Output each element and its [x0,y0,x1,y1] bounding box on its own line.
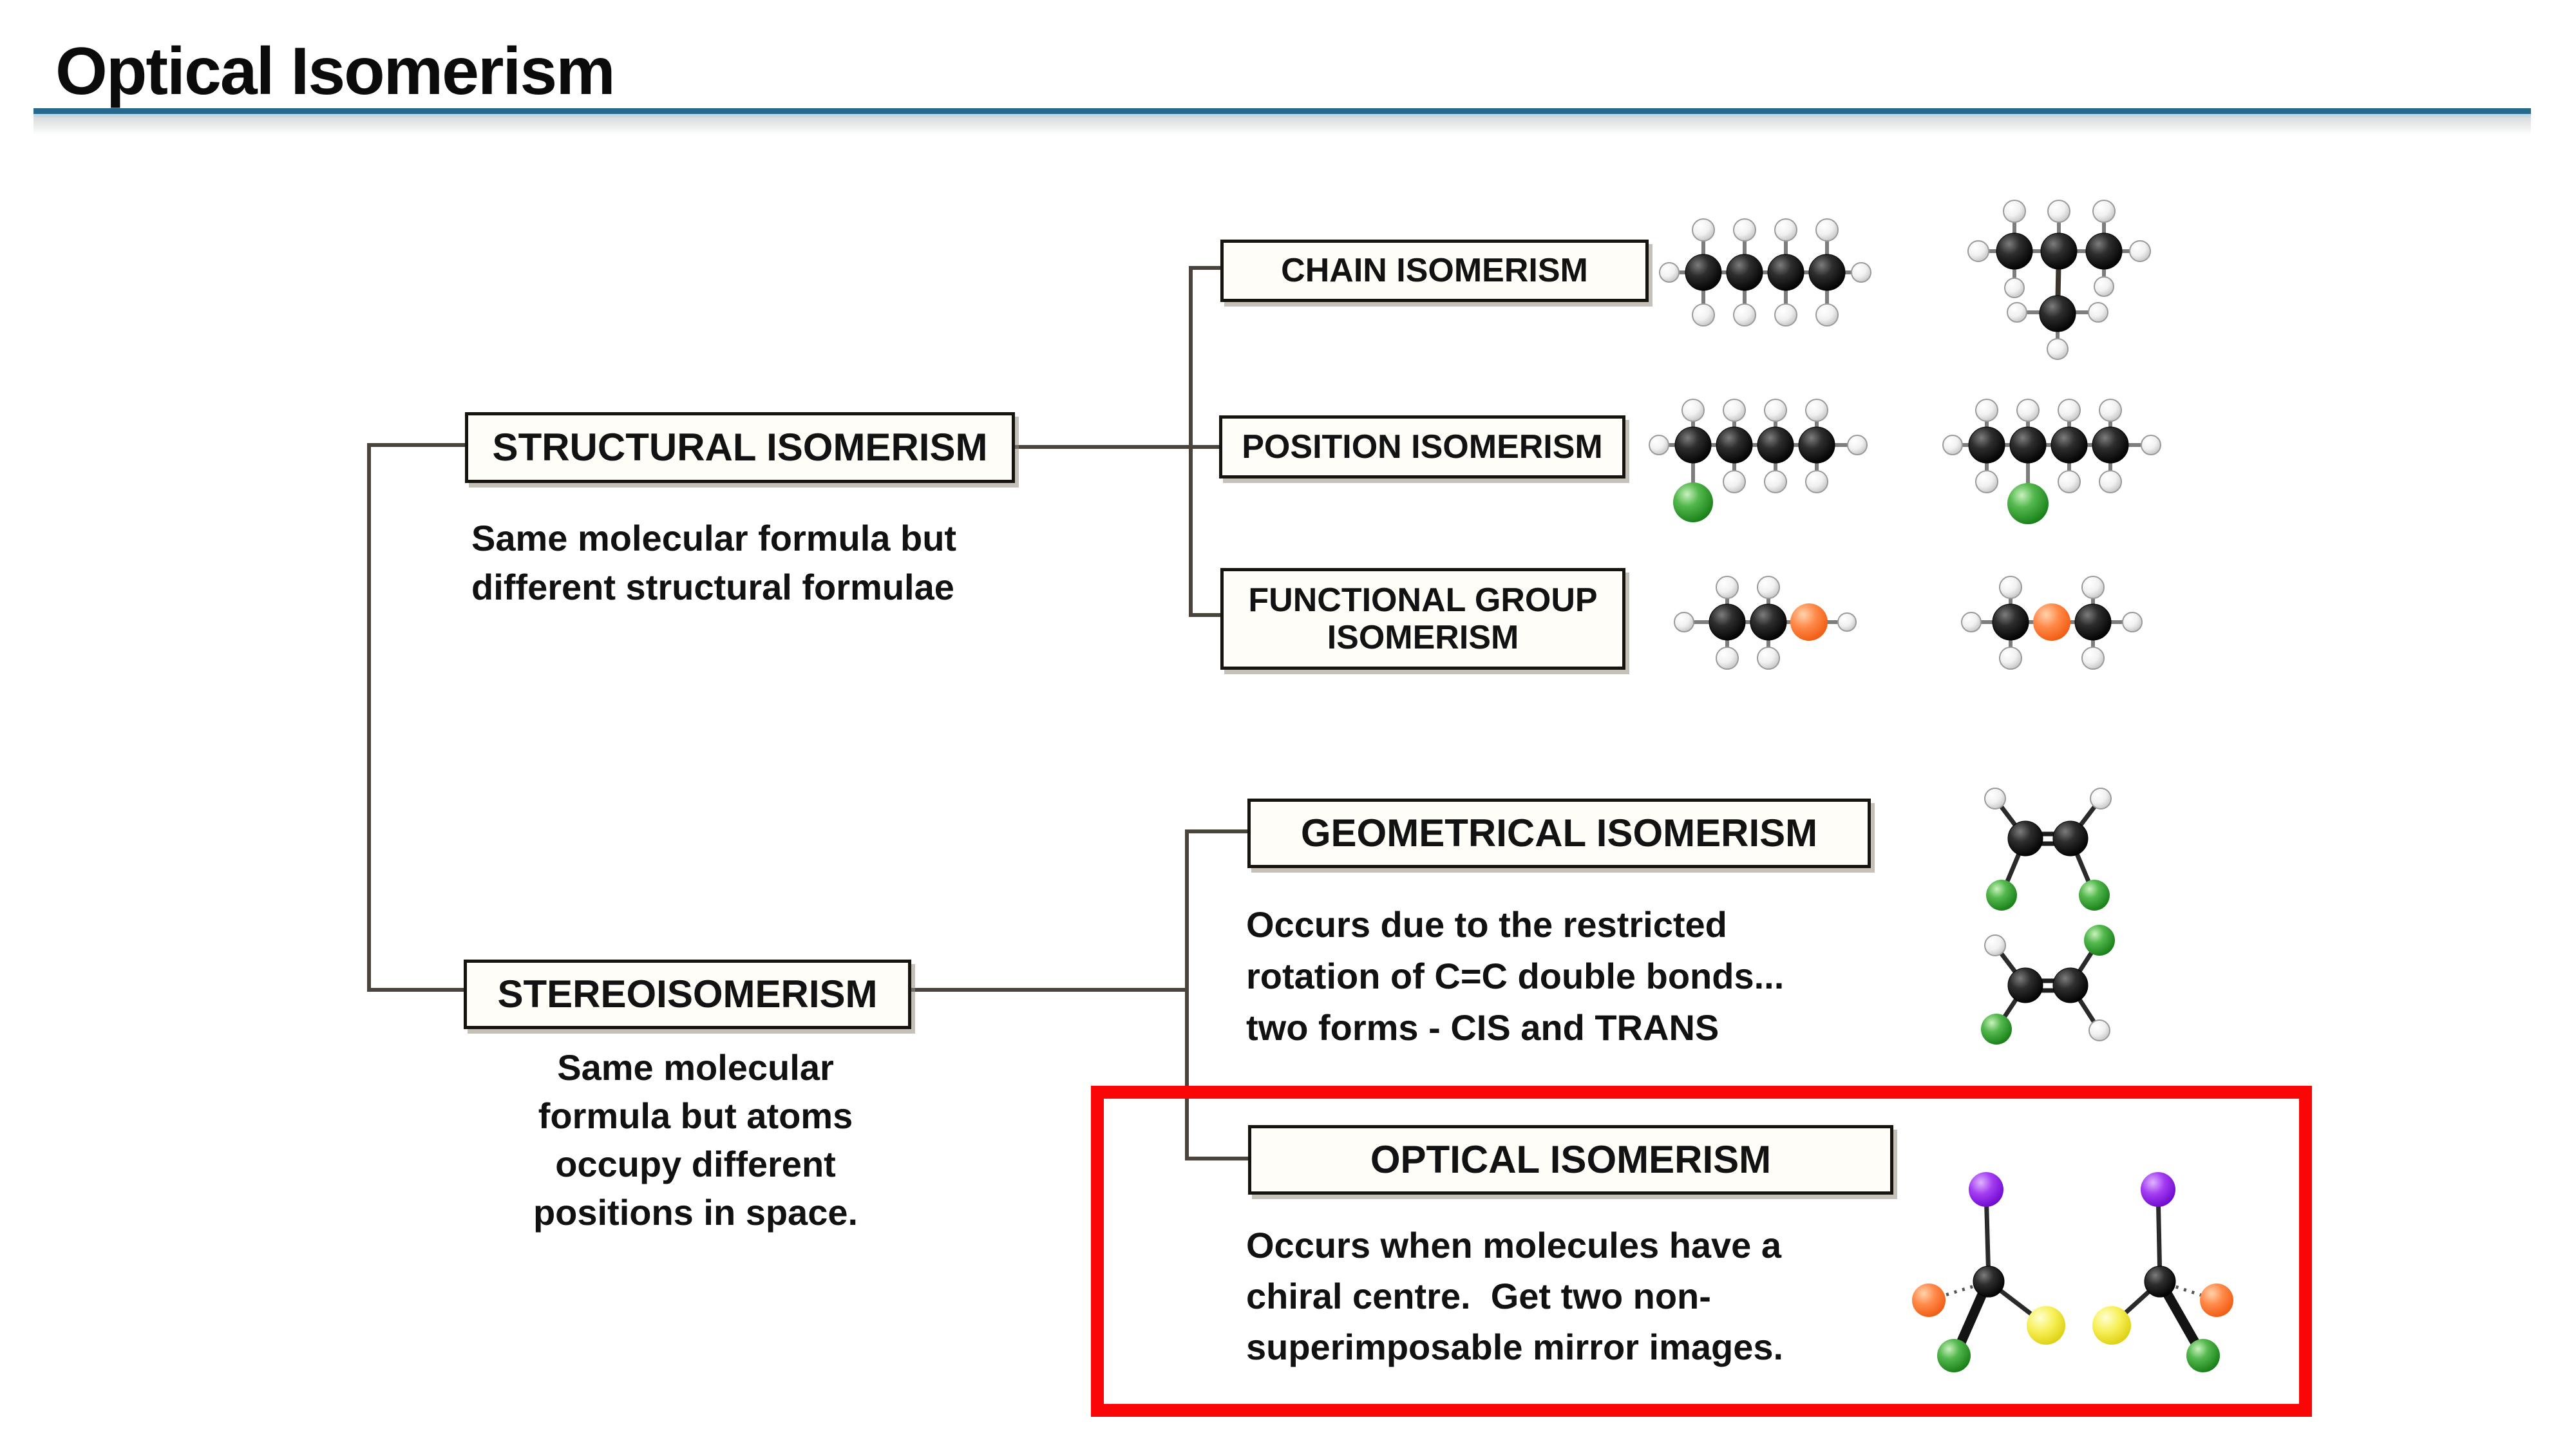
stereo-caption-line: positions in space. [533,1192,858,1233]
molecule-1-chlorobutane [1649,399,1868,522]
node-structural-label: STRUCTURAL ISOMERISM [492,426,988,469]
connector-functional-stub [1189,613,1220,617]
geometrical-caption-line: two forms - CIS and TRANS [1246,1007,1719,1048]
connector-stereo-right [911,988,1189,992]
optical-caption-line: chiral centre. Get two non- [1246,1276,1711,1316]
optical-caption-line: superimposable mirror images. [1246,1327,1784,1367]
node-stereo-label: STEREOISOMERISM [497,972,878,1016]
node-functional-label: FUNCTIONAL GROUP ISOMERISM [1248,581,1598,656]
structural-caption-line: different structural formulae [471,567,954,607]
molecule-chiral-mirror [2092,1172,2233,1372]
stereo-caption-line: formula but atoms [538,1095,853,1136]
structural-caption-line: Same molecular formula but [471,518,957,558]
molecule-methylpropane [1967,200,2151,360]
node-structural-isomerism: STRUCTURAL ISOMERISM [465,412,1015,483]
title-rule [33,108,2531,114]
node-functional-group-isomerism: FUNCTIONAL GROUP ISOMERISM [1220,568,1625,670]
molecule-dimethyl-ether [1961,576,2143,670]
node-stereoisomerism: STEREOISOMERISM [464,960,911,1029]
connector-bottom-spine [1185,829,1189,1160]
title-rule-shadow [33,117,2531,135]
node-position-label: POSITION ISOMERISM [1242,428,1603,466]
optical-caption: Occurs when molecules have a chiral cent… [1246,1220,1987,1372]
node-position-isomerism: POSITION ISOMERISM [1219,415,1625,478]
connector-chain-stub [1189,266,1220,270]
node-geometrical-label: GEOMETRICAL ISOMERISM [1300,811,1818,855]
molecule-trans-isomer [1981,925,2115,1045]
node-chain-label: CHAIN ISOMERISM [1281,252,1588,290]
connector-structural-left [367,443,465,447]
geometrical-caption: Occurs due to the restricted rotation of… [1246,899,1929,1054]
stereo-caption-line: Same molecular [557,1047,834,1088]
connector-stereo-left [367,988,464,992]
connector-structural-right [1015,445,1219,449]
molecule-ethanol [1674,576,1857,670]
structural-caption: Same molecular formula but different str… [471,514,1064,612]
geometrical-caption-line: rotation of C=C double bonds... [1246,956,1785,996]
connector-optical-stub [1185,1157,1248,1160]
connector-top-spine [1189,266,1193,617]
node-optical-isomerism: OPTICAL ISOMERISM [1248,1125,1893,1195]
node-geometrical-isomerism: GEOMETRICAL ISOMERISM [1247,799,1871,868]
stereo-caption: Same molecular formula but atoms occupy … [448,1043,943,1236]
geometrical-caption-line: Occurs due to the restricted [1246,904,1727,945]
molecule-cis-isomer [1984,788,2112,911]
molecule-butane [1659,218,1871,327]
title-rule-underline [33,114,2531,117]
page-title: Optical Isomerism [55,34,616,109]
molecule-2-chlorobutane [1942,399,2161,524]
optical-highlight-box [1091,1086,2312,1417]
optical-caption-line: Occurs when molecules have a [1246,1225,1782,1265]
molecule-chiral-left [1912,1172,2065,1372]
stereo-caption-line: occupy different [555,1144,836,1184]
node-chain-isomerism: CHAIN ISOMERISM [1220,240,1649,302]
node-optical-label: OPTICAL ISOMERISM [1370,1138,1772,1182]
connector-geometrical-stub [1185,829,1247,833]
connector-trunk [367,443,371,992]
